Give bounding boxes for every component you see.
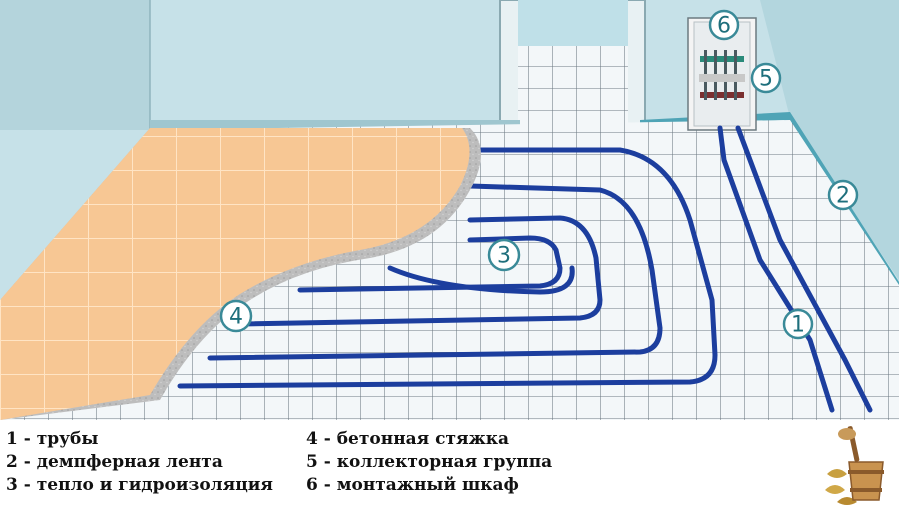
legend: 1 - трубы 2 - демпферная лента 3 - тепло… xyxy=(0,420,899,512)
svg-text:3: 3 xyxy=(497,244,511,269)
legend-item-4: 4 - бетонная стяжка xyxy=(306,429,510,449)
marker-1: 1 xyxy=(782,308,814,340)
floor-heating-scene: 6 5 2 3 1 4 xyxy=(0,0,899,420)
svg-text:5: 5 xyxy=(759,67,773,92)
collector-group xyxy=(699,50,745,100)
marker-5: 5 xyxy=(750,62,782,94)
marker-6: 6 xyxy=(708,9,740,41)
marker-3: 3 xyxy=(487,238,521,272)
svg-text:6: 6 xyxy=(717,14,731,39)
pipe-return xyxy=(735,125,873,413)
tile-floor xyxy=(0,128,470,420)
legend-item-5: 5 - коллекторная группа xyxy=(306,452,553,472)
left-wall xyxy=(0,0,150,130)
legend-column-left: 1 - трубы 2 - демпферная лента 3 - тепло… xyxy=(6,428,273,497)
svg-text:4: 4 xyxy=(229,305,243,330)
pipe-loop-3 xyxy=(237,215,603,327)
legend-column-right: 4 - бетонная стяжка 5 - коллекторная гру… xyxy=(306,428,552,497)
pipe-loop-outer xyxy=(177,147,718,389)
pipe-loop-inner xyxy=(387,265,575,295)
right-wall xyxy=(760,0,899,280)
pipe-loop-2 xyxy=(207,183,663,361)
doorway-floor-grid xyxy=(518,46,628,128)
pipe-loop-4 xyxy=(297,235,563,293)
legend-item-3: 3 - тепло и гидроизоляция xyxy=(6,475,273,495)
svg-text:1: 1 xyxy=(791,313,805,338)
heating-pipes xyxy=(177,125,873,413)
legend-item-1: 1 - трубы xyxy=(6,429,99,449)
marker-2: 2 xyxy=(827,179,859,211)
svg-text:2: 2 xyxy=(836,184,850,209)
legend-item-6: 6 - монтажный шкаф xyxy=(306,475,519,495)
marker-4: 4 xyxy=(219,299,253,333)
pipe-supply xyxy=(717,125,835,413)
sauna-bucket-ladle-icon xyxy=(825,426,884,505)
legend-item-2: 2 - демпферная лента xyxy=(6,452,223,472)
